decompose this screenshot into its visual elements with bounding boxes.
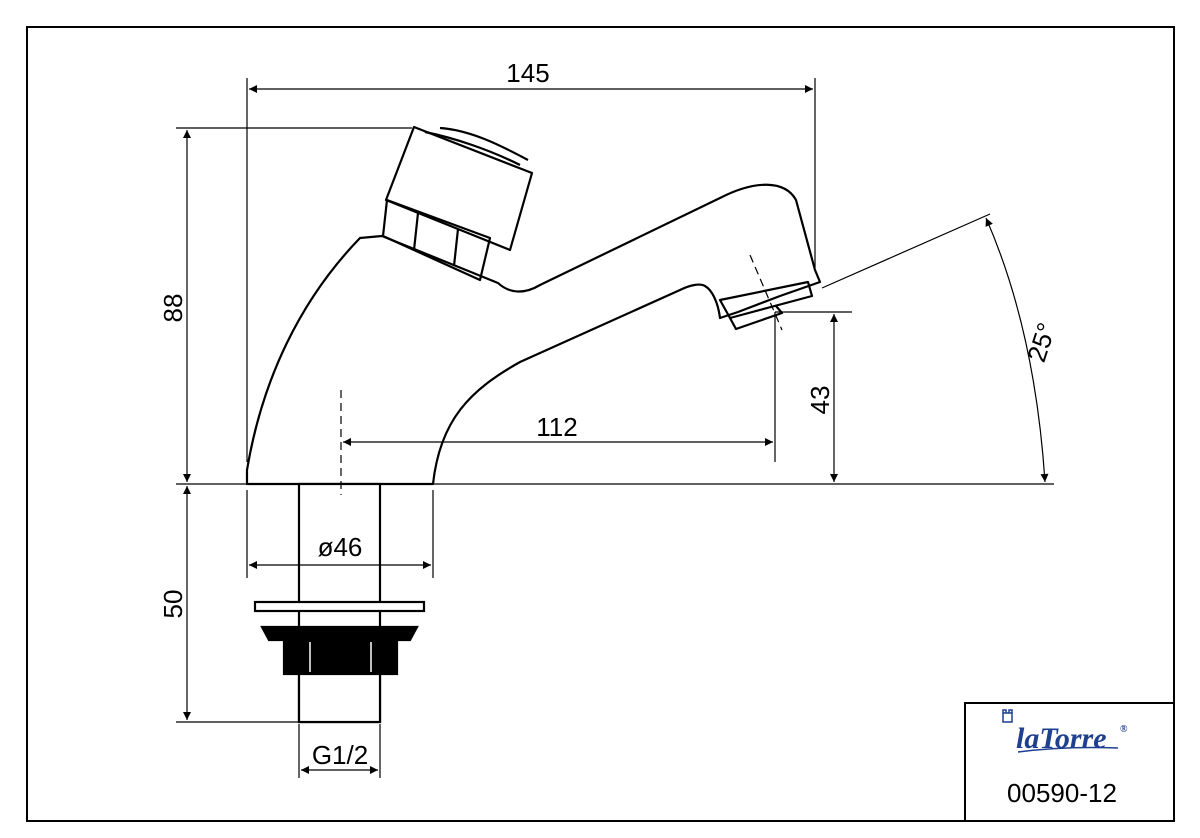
part-number: 00590-12: [1007, 778, 1117, 808]
dim-text-thread: G1/2: [312, 740, 368, 770]
dim-text-88: 88: [158, 294, 188, 323]
brand-logo: laTorre: [1016, 722, 1107, 755]
center-lines: [340, 254, 783, 495]
faucet-body: [245, 125, 822, 486]
dim-text-50: 50: [158, 590, 188, 619]
dimension-lines: [183, 85, 1049, 774]
dim-text-145: 145: [506, 58, 549, 88]
registered-mark: ®: [1120, 724, 1128, 735]
extension-lines: [176, 78, 1054, 778]
drawing-frame: [26, 26, 1175, 822]
title-block: laTorre ® 00590-12: [964, 702, 1175, 822]
dim-text-46: ø46: [318, 532, 363, 562]
dim-text-43: 43: [805, 386, 835, 415]
brand-underline: [1017, 746, 1119, 753]
faucet-shank: [253, 482, 426, 724]
tower-logo-icon: [1002, 709, 1013, 723]
dim-text-angle: 25°: [1021, 319, 1062, 366]
dim-text-112: 112: [536, 412, 577, 442]
dim-arc-angle: [985, 217, 1049, 483]
